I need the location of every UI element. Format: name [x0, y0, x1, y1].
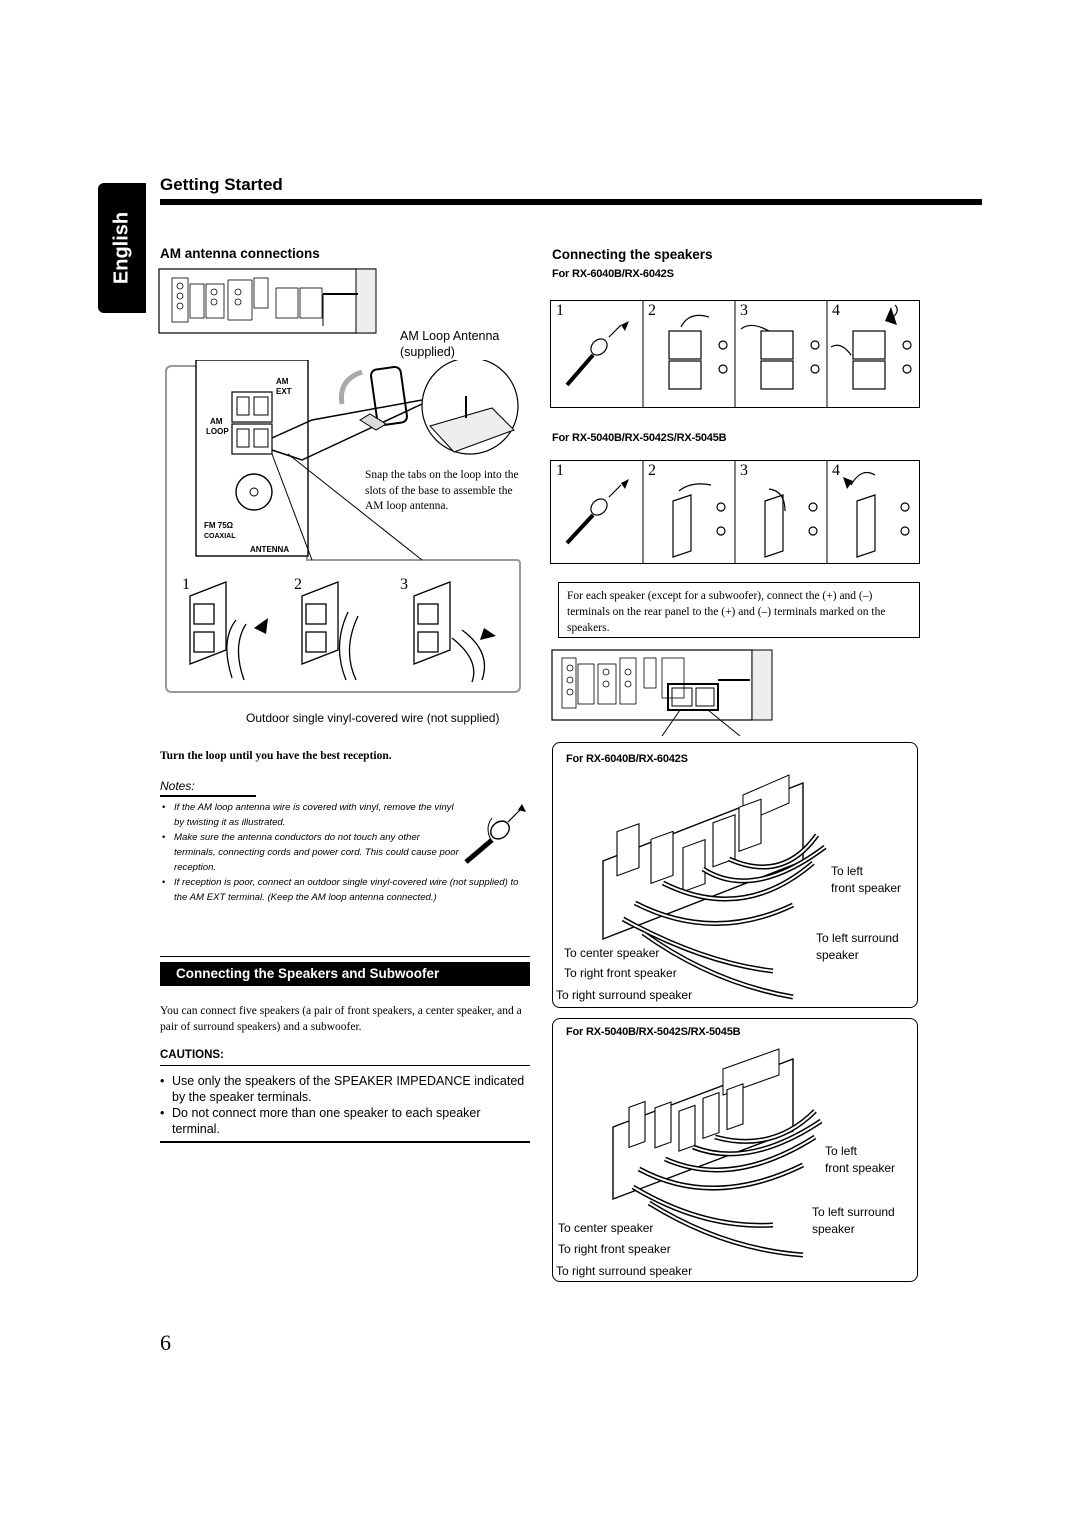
svg-text:LOOP: LOOP	[206, 427, 229, 436]
model-label-b: For RX-5040B/RX-5042S/RX-5045B	[552, 432, 727, 444]
antenna-label: ANTENNA	[250, 545, 289, 554]
snap-note: Snap the tabs on the loop into the slots…	[365, 469, 519, 512]
diagram-b-left-surround: To left surround speaker	[812, 1205, 895, 1236]
speaker-diagram-a	[552, 742, 918, 1008]
section-rule-top	[160, 956, 530, 957]
cautions-rule	[160, 1065, 530, 1066]
speaker-step-b-2: 2	[648, 462, 656, 479]
svg-text:EXT: EXT	[276, 387, 292, 396]
diagram-b-left-front: To left front speaker	[825, 1144, 896, 1175]
speaker-step-b-3: 3	[740, 462, 748, 479]
speaker-steps-b	[550, 460, 920, 564]
notes-rule	[160, 795, 256, 797]
diagram-a-right-front: To right front speaker	[564, 966, 677, 980]
note-item: If reception is poor, connect an outdoor…	[160, 875, 530, 905]
diagram-a-left-surround: To left surround speaker	[816, 931, 899, 962]
am-step-1: 1	[182, 576, 190, 593]
diagram-b-center: To center speaker	[558, 1221, 654, 1235]
language-tab-label: English	[110, 211, 133, 285]
page-title: Getting Started	[160, 175, 283, 194]
receiver-rear-panel-right	[551, 649, 773, 736]
am-ext-label: AM	[276, 377, 289, 386]
speaker-step-a-3: 3	[740, 302, 748, 319]
note-item: Make sure the antenna conductors do not …	[160, 830, 464, 875]
am-antenna-heading: AM antenna connections	[160, 246, 320, 261]
speakers-intro: You can connect five speakers (a pair of…	[160, 1005, 522, 1033]
antenna-diagram: AM EXT AM LOOP FM 75Ω COAXIAL ANTENNA	[165, 360, 521, 693]
diagram-b-model: For RX-5040B/RX-5042S/RX-5045B	[566, 1026, 741, 1038]
caution-item: Use only the speakers of the SPEAKER IMP…	[160, 1073, 530, 1105]
cautions-list: Use only the speakers of the SPEAKER IMP…	[160, 1073, 530, 1137]
coaxial-label: COAXIAL	[204, 533, 236, 540]
outdoor-wire-caption: Outdoor single vinyl-covered wire (not s…	[246, 711, 500, 725]
diagram-b-right-surround: To right surround speaker	[556, 1264, 693, 1278]
wire-twist-illustration	[464, 804, 526, 864]
notes-list: If the AM loop antenna wire is covered w…	[160, 800, 530, 905]
caution-item: Do not connect more than one speaker to …	[160, 1105, 530, 1137]
cautions-bottom-rule	[160, 1141, 530, 1143]
language-tab: English	[98, 183, 146, 313]
speaker-diagram-b	[552, 1018, 918, 1282]
instruction-box: For each speaker (except for a subwoofer…	[558, 582, 920, 638]
diagram-a-left-front: To left front speaker	[831, 864, 902, 895]
diagram-b-right-front: To right front speaker	[558, 1242, 671, 1256]
turn-loop-note: Turn the loop until you have the best re…	[160, 750, 392, 762]
fm-label: FM 75Ω	[204, 521, 234, 530]
speaker-step-a-2: 2	[648, 302, 656, 319]
am-step-2: 2	[294, 576, 302, 593]
am-step-3: 3	[400, 576, 408, 593]
am-loop-terminal-label: AM	[210, 417, 223, 426]
model-label-a: For RX-6040B/RX-6042S	[552, 268, 674, 280]
connecting-speakers-heading: Connecting the speakers	[552, 247, 713, 262]
speaker-step-a-4: 4	[832, 302, 840, 319]
am-step-illustrations	[189, 581, 486, 683]
speaker-steps-a	[550, 300, 920, 408]
note-item: If the AM loop antenna wire is covered w…	[160, 800, 464, 830]
page-number: 6	[160, 1330, 171, 1355]
diagram-a-model: For RX-6040B/RX-6042S	[566, 753, 688, 765]
diagram-a-right-surround: To right surround speaker	[556, 988, 693, 1002]
speaker-step-b-1: 1	[556, 462, 564, 479]
speakers-section-heading: Connecting the Speakers and Subwoofer	[160, 962, 530, 986]
speaker-step-a-1: 1	[556, 302, 564, 319]
speaker-step-b-4: 4	[832, 462, 840, 479]
am-loop-label: AM Loop Antenna (supplied)	[400, 329, 500, 359]
receiver-rear-panel-small	[158, 268, 377, 334]
cautions-heading: CAUTIONS:	[160, 1049, 224, 1061]
title-rule	[160, 199, 982, 205]
diagram-a-center: To center speaker	[564, 946, 660, 960]
notes-heading: Notes:	[160, 779, 195, 793]
